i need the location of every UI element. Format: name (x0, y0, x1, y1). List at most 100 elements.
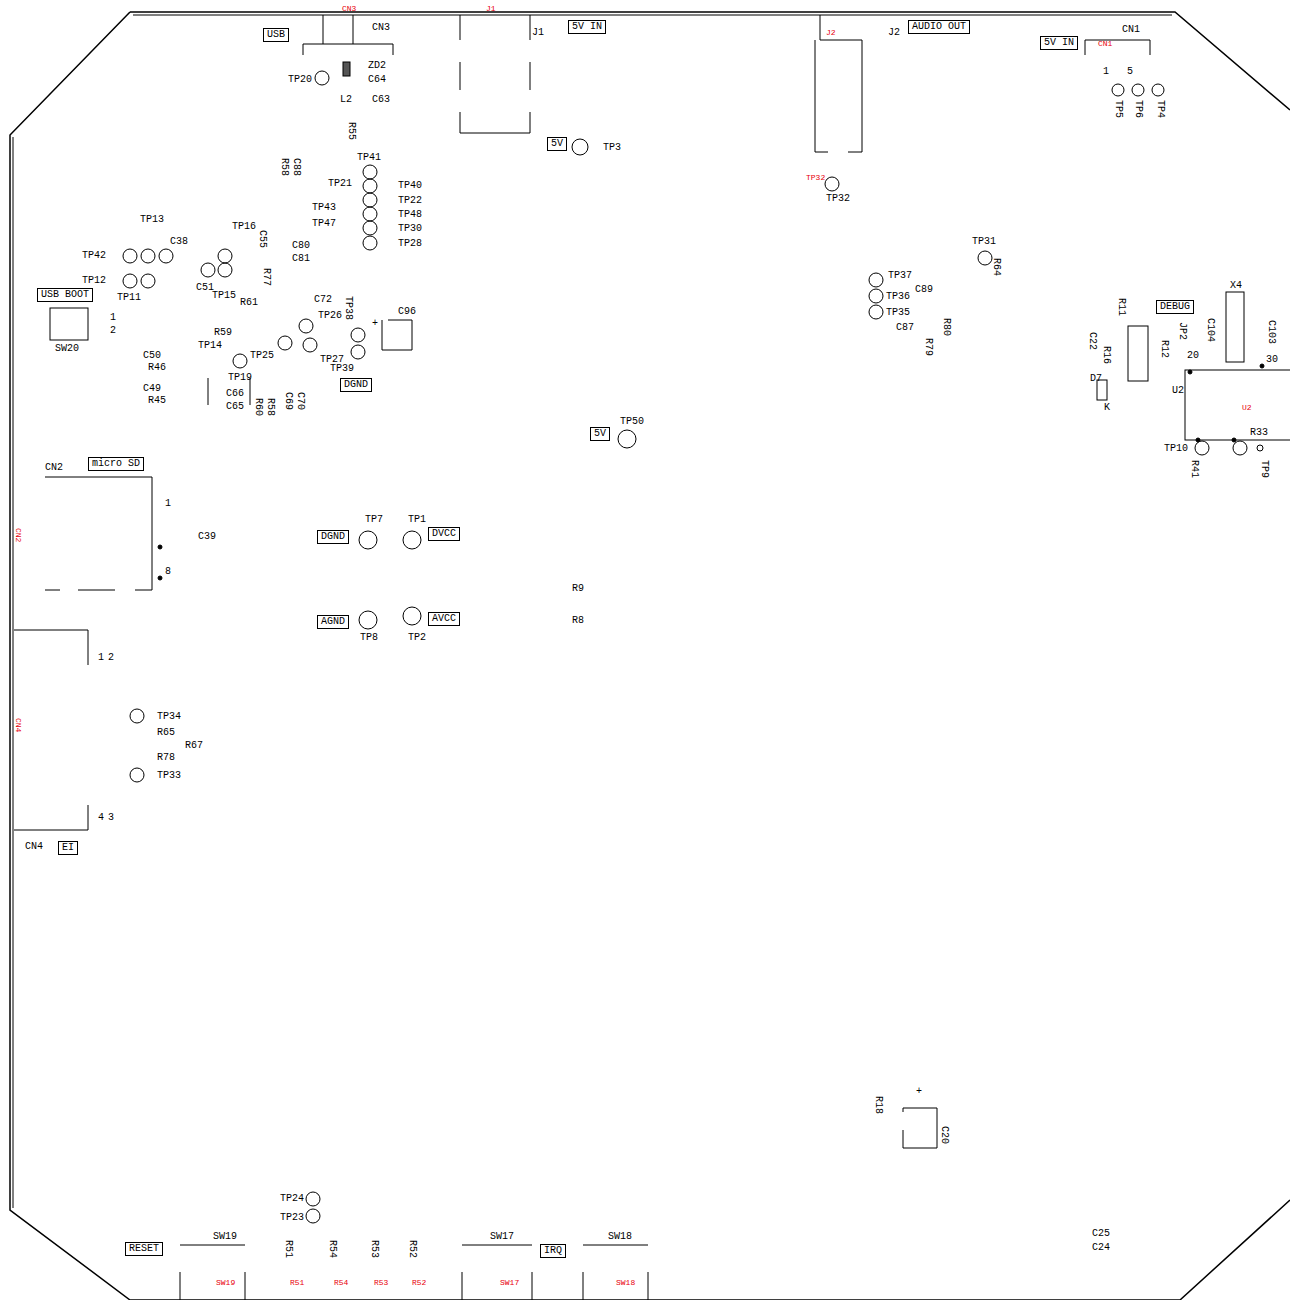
box-text: 5V IN (572, 21, 602, 32)
assembly-ref: CN4 (13, 718, 24, 732)
ref-designator: R61 (240, 297, 258, 308)
ref-designator: TP25 (250, 350, 274, 361)
assembly-ref: U2 (1242, 402, 1252, 413)
box-text: IRQ (544, 1245, 562, 1256)
ref-designator: R64 (991, 258, 1002, 276)
ref-designator: TP3 (603, 142, 621, 153)
assembly-ref: SW17 (500, 1277, 519, 1288)
ref-designator: TP13 (140, 214, 164, 225)
silk-box-label: EI (58, 841, 78, 855)
ref-designator: J2 (888, 27, 900, 38)
ref-designator: R60 (253, 398, 264, 416)
silk-box-label: 5V IN (568, 20, 606, 34)
ref-designator: R33 (1250, 427, 1268, 438)
box-text: RESET (129, 1243, 159, 1254)
ref-designator: TP10 (1164, 443, 1188, 454)
silk-box-label: 5V (590, 427, 610, 441)
ref-designator: TP35 (886, 307, 910, 318)
ref-designator: TP9 (1259, 460, 1270, 478)
ref-designator: X4 (1230, 280, 1242, 291)
ref-designator: C24 (1092, 1242, 1110, 1253)
silk-box-label: AGND (317, 615, 349, 629)
silk-box-label: IRQ (540, 1244, 566, 1258)
ref-designator: R41 (1189, 460, 1200, 478)
ref-designator: 4 (98, 812, 104, 823)
ref-designator: C96 (398, 306, 416, 317)
ref-designator: C63 (372, 94, 390, 105)
ref-designator: 1 (110, 312, 116, 323)
ref-designator: C50 (143, 350, 161, 361)
box-text: USB BOOT (41, 289, 89, 300)
ref-designator: R59 (214, 327, 232, 338)
ref-designator: 1 (98, 652, 104, 663)
silk-box-label: 5V IN (1040, 36, 1078, 50)
ref-designator: CN3 (372, 22, 390, 33)
silk-box-label: USB BOOT (37, 288, 93, 302)
ref-designator: + (372, 318, 378, 329)
ref-designator: C88 (291, 158, 302, 176)
ref-designator: R46 (148, 362, 166, 373)
ref-designator: TP1 (408, 514, 426, 525)
ref-designator: TP26 (318, 310, 342, 321)
silk-box-label: DGND (317, 530, 349, 544)
assembly-ref: TP32 (806, 172, 825, 183)
assembly-ref: SW18 (616, 1277, 635, 1288)
ref-designator: R45 (148, 395, 166, 406)
ref-designator: C89 (915, 284, 933, 295)
ref-designator: TP8 (360, 632, 378, 643)
ref-designator: D7 (1090, 373, 1102, 384)
ref-designator: ZD2 (368, 60, 386, 71)
ref-designator: C22 (1087, 332, 1098, 350)
ref-designator: 2 (108, 652, 114, 663)
ref-designator: TP33 (157, 770, 181, 781)
ref-designator: R58 (279, 158, 290, 176)
ref-designator: 1 (165, 498, 171, 509)
ref-designator: 2 (110, 325, 116, 336)
ref-designator: C72 (314, 294, 332, 305)
ref-designator: TP40 (398, 180, 422, 191)
ref-designator: TP32 (826, 193, 850, 204)
ref-designator: SW19 (213, 1231, 237, 1242)
ref-designator: TP41 (357, 152, 381, 163)
ref-designator: 1 (1103, 66, 1109, 77)
ref-designator: C39 (198, 531, 216, 542)
ref-designator: TP20 (288, 74, 312, 85)
ref-designator: CN2 (45, 462, 63, 473)
ref-designator: C65 (226, 401, 244, 412)
assembly-ref: R53 (374, 1277, 388, 1288)
ref-designator: R8 (572, 615, 584, 626)
assembly-ref: R52 (412, 1277, 426, 1288)
ref-designator: C38 (170, 236, 188, 247)
silk-box-label: DEBUG (1156, 300, 1194, 314)
box-text: DVCC (432, 528, 456, 539)
ref-designator: C49 (143, 383, 161, 394)
ref-designator: C69 (283, 392, 294, 410)
ref-designator: TP36 (886, 291, 910, 302)
ref-designator: C104 (1205, 318, 1216, 342)
ref-designator: J1 (532, 27, 544, 38)
ref-designator: TP19 (228, 372, 252, 383)
ref-designator: R52 (407, 1240, 418, 1258)
ref-designator: R55 (346, 122, 357, 140)
ref-designator: R12 (1159, 340, 1170, 358)
assembly-ref: SW19 (216, 1277, 235, 1288)
box-text: DGND (344, 379, 368, 390)
ref-designator: TP6 (1133, 100, 1144, 118)
box-text: USB (267, 29, 285, 40)
box-text: DEBUG (1160, 301, 1190, 312)
ref-designator: C70 (295, 392, 306, 410)
assembly-ref: CN1 (1098, 38, 1112, 49)
ref-designator: TP47 (312, 218, 336, 229)
ref-designator: TP30 (398, 223, 422, 234)
ref-designator: 20 (1187, 350, 1199, 361)
assembly-ref: CN3 (342, 3, 356, 14)
assembly-ref: J1 (486, 3, 496, 14)
ref-designator: 3 (108, 812, 114, 823)
ref-designator: TP50 (620, 416, 644, 427)
box-text: micro SD (92, 458, 140, 469)
box-text: 5V IN (1044, 37, 1074, 48)
ref-designator: SW18 (608, 1231, 632, 1242)
ref-designator: JP2 (1177, 322, 1188, 340)
ref-designator: TP16 (232, 221, 256, 232)
